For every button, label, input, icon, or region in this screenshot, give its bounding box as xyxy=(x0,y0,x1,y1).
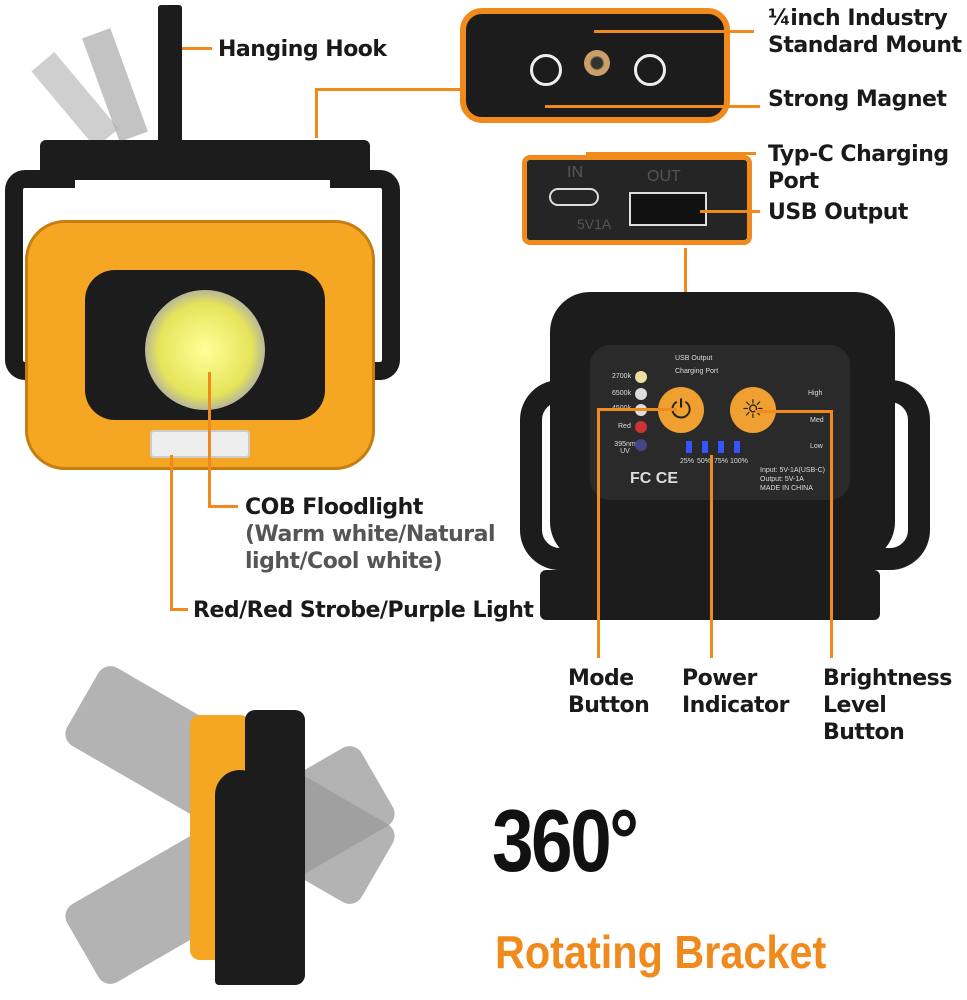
power-line2: Indicator xyxy=(682,693,790,718)
label-cob-sub2: light/Cool white) xyxy=(245,549,443,574)
typec-line2: Port xyxy=(768,169,819,194)
spec-origin: MADE IN CHINA xyxy=(760,485,813,492)
headline-caption: Rotating Bracket xyxy=(495,926,827,978)
panel-charging-port: Charging Port xyxy=(675,368,719,375)
label-cob-sub1: (Warm white/Natural xyxy=(245,522,496,547)
panel-usb-output: USB Output xyxy=(675,355,713,362)
magnet-panel xyxy=(460,8,730,123)
mode-6500k: 6500k xyxy=(612,390,632,397)
usb-a-port xyxy=(629,192,707,226)
bright-line1: Brightness xyxy=(823,666,952,691)
label-cob: COB Floodlight xyxy=(245,495,423,520)
mount-line2: Standard Mount xyxy=(768,33,962,58)
control-panel: USB Output Charging Port 2700k 6500k 450… xyxy=(590,345,850,500)
bright-line2: Level Button xyxy=(823,693,905,745)
port-in-label: IN xyxy=(567,164,583,181)
port-rating: 5V1A xyxy=(577,216,612,232)
mode-2700k: 2700k xyxy=(612,373,632,380)
cob-lens xyxy=(145,290,265,410)
magnet-icon xyxy=(530,54,562,86)
usb-c-port xyxy=(549,188,599,206)
level-low: Low xyxy=(810,443,823,450)
mount-thread xyxy=(584,50,610,76)
label-usb-output: USB Output xyxy=(768,200,908,225)
mode-uv: 395nm UV xyxy=(614,441,636,455)
port-panel: IN OUT 5V1A xyxy=(522,155,752,245)
power-line1: Power xyxy=(682,666,757,691)
battery-25: 25% xyxy=(680,458,695,465)
mount-line1: ¼inch Industry xyxy=(768,6,948,31)
label-red-light: Red/Red Strobe/Purple Light xyxy=(193,598,534,623)
spec-input: Input: 5V-1A(USB-C) xyxy=(760,467,825,474)
level-med: Med xyxy=(810,417,824,424)
red-light-strip xyxy=(150,430,250,458)
port-out-label: OUT xyxy=(647,168,681,185)
spec-output: Output: 5V-1A xyxy=(760,476,804,483)
label-strong-magnet: Strong Magnet xyxy=(768,87,947,112)
bracket-top xyxy=(40,140,370,180)
typec-line1: Typ-C Charging xyxy=(768,142,949,167)
headline-degrees: 360° xyxy=(492,791,639,890)
battery-75: 75% xyxy=(714,458,729,465)
mode-line1: Mode xyxy=(568,666,634,691)
battery-100: 100% xyxy=(730,458,748,465)
label-hanging-hook: Hanging Hook xyxy=(218,37,387,62)
magnet-icon xyxy=(634,54,666,86)
certifications: FC CE xyxy=(630,470,678,487)
level-high: High xyxy=(808,390,823,397)
mode-red: Red xyxy=(618,423,631,430)
hanging-hook xyxy=(158,5,182,145)
mode-line2: Button xyxy=(568,693,650,718)
battery-50: 50% xyxy=(697,458,712,465)
